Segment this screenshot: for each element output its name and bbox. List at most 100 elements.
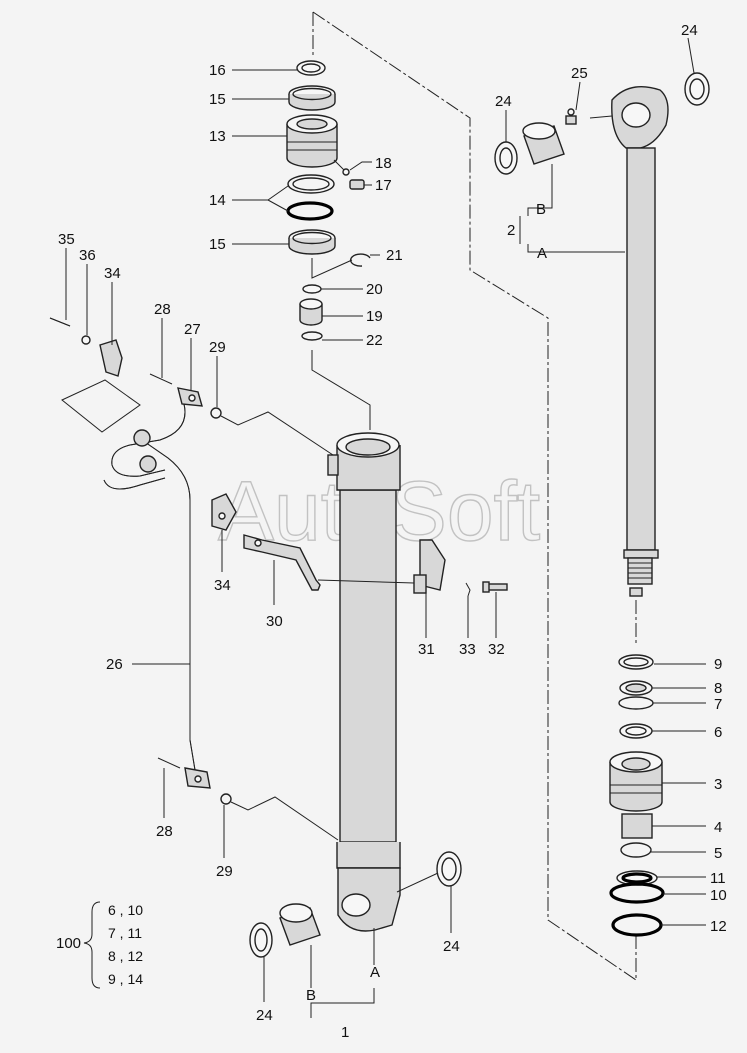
label-1: 1 — [341, 1024, 349, 1041]
part-6-ring — [619, 723, 653, 739]
part-29-oring-lower — [220, 793, 232, 805]
part-17-setscrew — [349, 179, 365, 190]
part-15-ring-upper — [288, 85, 336, 111]
piston-rod — [611, 86, 669, 597]
label-8: 8 — [714, 680, 722, 697]
label-34-upper: 34 — [104, 265, 121, 282]
leader-29-lower — [230, 796, 339, 841]
kit-row-4: 9 , 14 — [108, 971, 143, 987]
part-22-washer — [301, 331, 323, 341]
label-2: 2 — [507, 222, 515, 239]
part-10-ring — [609, 882, 665, 904]
part-18-ball — [342, 168, 350, 176]
part-4-nut — [621, 813, 653, 839]
part-labels: 16 15 13 18 17 14 15 21 20 19 22 35 36 3… — [56, 22, 727, 1041]
part-flange-lower — [184, 767, 211, 789]
part-14-seals — [286, 174, 335, 221]
label-4: 4 — [714, 819, 722, 836]
label-17: 17 — [375, 177, 392, 194]
label-30: 30 — [266, 613, 283, 630]
label-6: 6 — [714, 724, 722, 741]
kit-row-3: 8 , 12 — [108, 948, 143, 964]
label-10: 10 — [710, 887, 727, 904]
label-25: 25 — [571, 65, 588, 82]
part-b-bushing-bottom — [279, 903, 321, 946]
label-18: 18 — [375, 155, 392, 172]
part-32-bolt — [482, 581, 508, 593]
label-35: 35 — [58, 231, 75, 248]
part-30-bracket — [243, 534, 321, 591]
label-28-upper: 28 — [154, 301, 171, 318]
part-28-bolt-upper — [149, 373, 173, 385]
label-26: 26 — [106, 656, 123, 673]
part-27-flange — [177, 387, 203, 407]
pipe-lines — [103, 403, 196, 771]
kit-row-2: 7 , 11 — [108, 925, 142, 941]
part-29-oring-upper — [210, 407, 222, 419]
part-24-washer-rod-left — [494, 141, 518, 175]
label-15-lower: 15 — [209, 236, 226, 253]
part-19-bushing — [299, 298, 323, 326]
label-7: 7 — [714, 696, 722, 713]
label-11: 11 — [710, 870, 726, 887]
label-24-rod-left: 24 — [495, 93, 512, 110]
part-5-ring — [620, 842, 652, 858]
part-25-grease-fitting — [565, 108, 577, 125]
label-2-a: A — [537, 245, 547, 262]
label-14: 14 — [209, 192, 226, 209]
leader-axis-tube — [311, 350, 371, 430]
part-15-ring-lower — [288, 229, 336, 255]
part-b-bushing-rod — [522, 122, 565, 165]
label-19: 19 — [366, 308, 383, 325]
label-20: 20 — [366, 281, 383, 298]
label-29-upper: 29 — [209, 339, 226, 356]
label-2-b: B — [536, 201, 546, 218]
part-24-washer-right — [436, 851, 462, 887]
label-5: 5 — [714, 845, 722, 862]
label-16: 16 — [209, 62, 226, 79]
part-24-washer-left — [249, 922, 273, 958]
kit-row-1: 6 , 10 — [108, 902, 143, 918]
part-21-snap-ring — [349, 253, 371, 267]
part-31-clamp — [413, 539, 446, 594]
part-20-washer — [302, 284, 322, 294]
label-21: 21 — [386, 247, 403, 264]
label-28-lower: 28 — [156, 823, 173, 840]
part-36-washer — [81, 335, 91, 345]
leader-29-tube — [220, 411, 334, 456]
part-13-gland — [286, 114, 338, 168]
label-12: 12 — [710, 918, 727, 935]
label-9: 9 — [714, 656, 722, 673]
cylinder-tube — [327, 432, 401, 932]
label-24-rod-right: 24 — [681, 22, 698, 39]
part-3-piston — [609, 751, 663, 812]
label-32: 32 — [488, 641, 505, 658]
part-8-ring — [619, 680, 653, 696]
label-3: 3 — [714, 776, 722, 793]
label-36: 36 — [79, 247, 96, 264]
part-35-bolt — [49, 317, 71, 327]
label-24-bottom-right: 24 — [443, 938, 460, 955]
part-24-washer-rod-right — [684, 72, 710, 106]
part-16-ring — [296, 60, 326, 76]
leader-clip-box — [61, 379, 141, 433]
label-34-lower: 34 — [214, 577, 231, 594]
part-34-clip-upper — [99, 339, 123, 377]
part-9-ring — [618, 654, 654, 670]
part-12-ring — [611, 913, 663, 937]
label-29-lower: 29 — [216, 863, 233, 880]
part-7-ring — [618, 696, 654, 710]
label-24-bottom-left: 24 — [256, 1007, 273, 1024]
kit-number: 100 — [56, 935, 81, 952]
leader-lines — [65, 37, 706, 1018]
part-28-bolt-lower — [157, 757, 181, 769]
label-1-a: A — [370, 964, 380, 981]
label-13: 13 — [209, 128, 226, 145]
part-34-clip-lower — [211, 493, 237, 531]
part-11-ring — [616, 870, 658, 886]
part-33-pin — [465, 582, 471, 597]
leader-21-axis — [311, 258, 353, 279]
label-27: 27 — [184, 321, 201, 338]
label-22: 22 — [366, 332, 383, 349]
